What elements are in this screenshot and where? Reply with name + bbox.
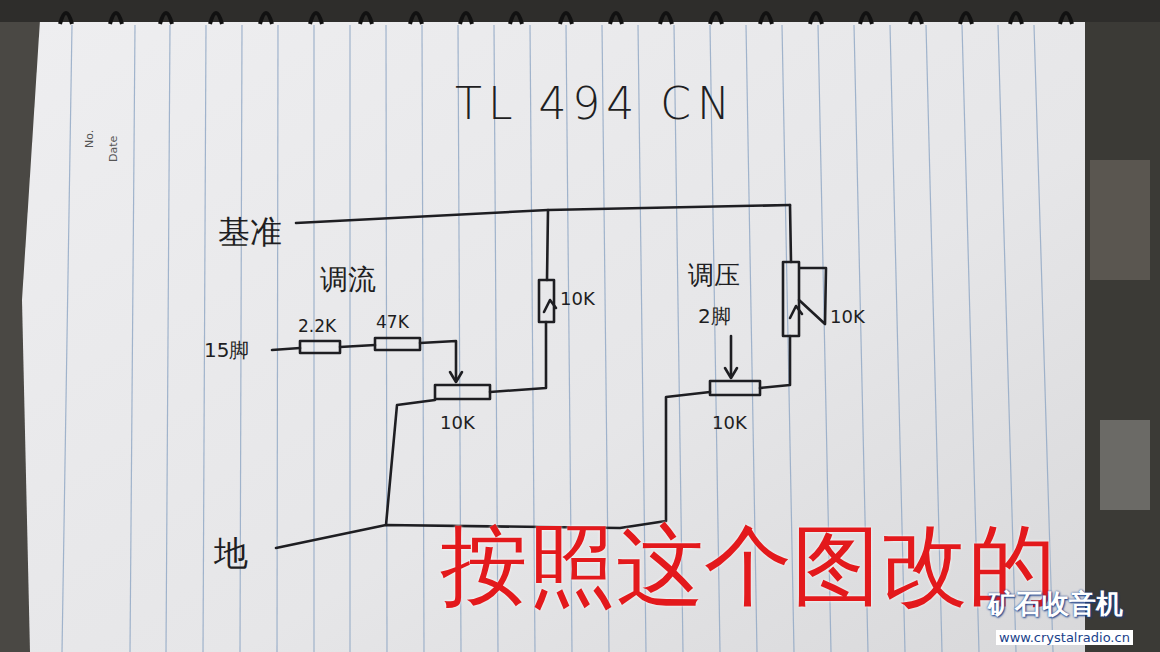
resistor-symbol <box>375 338 420 350</box>
part-value: 2.2K <box>298 318 336 335</box>
watermark: 按照这个图改的 <box>440 522 1056 610</box>
notebook-field: Date <box>108 136 119 162</box>
resistor-symbol <box>300 341 340 353</box>
function-label: 调流 <box>320 266 376 294</box>
circuit-wires <box>272 205 826 548</box>
part-value: 10K <box>830 308 865 326</box>
rail-name: 地 <box>214 536 248 570</box>
potentiometer-symbol <box>435 385 490 399</box>
watermark-logo: 矿石收音机 <box>988 590 1123 617</box>
pin-name: 15脚 <box>204 340 249 360</box>
variable-resistor-symbol <box>783 262 799 336</box>
part-value: 47K <box>376 314 409 331</box>
part-value: 10K <box>440 414 475 432</box>
watermark-url: www.crystalradio.cn <box>996 630 1133 645</box>
notebook-field: No. <box>84 130 95 148</box>
rail-name: 基准 <box>218 216 282 248</box>
part-value: 10K <box>560 290 595 308</box>
title: TL 494 CN <box>455 82 736 126</box>
pin-name: 2脚 <box>698 306 731 326</box>
part-value: 10K <box>712 414 747 432</box>
function-label: 调压 <box>688 262 740 288</box>
potentiometer-symbol <box>710 381 760 395</box>
